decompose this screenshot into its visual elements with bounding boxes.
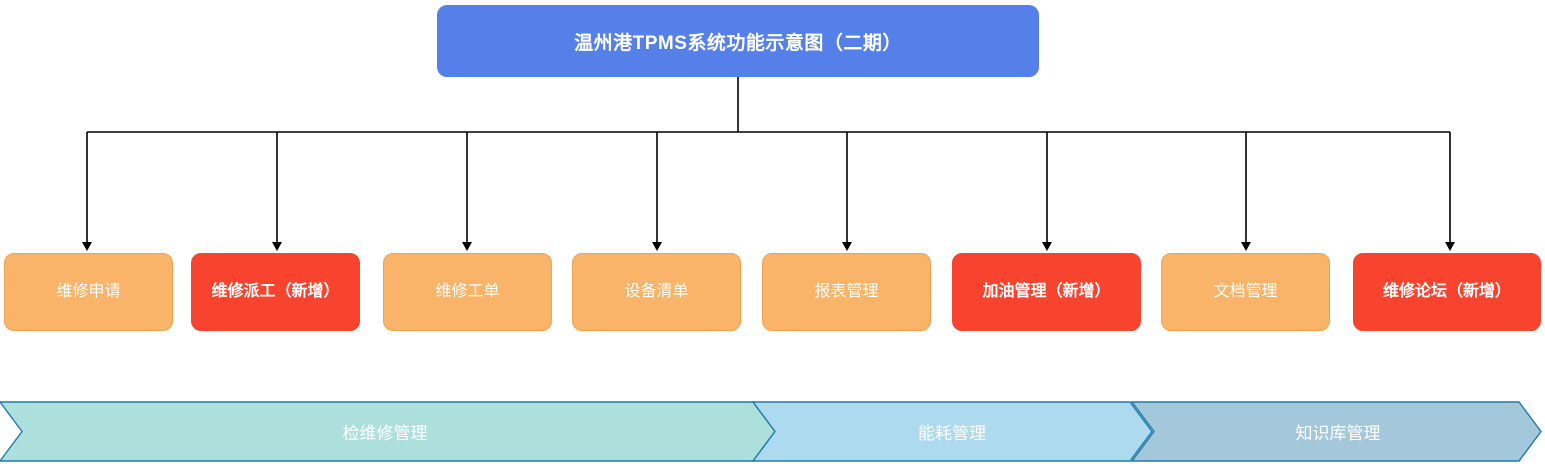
category-chevron-2[interactable] bbox=[751, 401, 1153, 462]
arrowhead-icon bbox=[462, 242, 472, 251]
function-node-1[interactable]: 维修申请 bbox=[4, 253, 173, 331]
arrowhead-icon bbox=[82, 242, 92, 251]
function-node-5[interactable]: 报表管理 bbox=[762, 253, 931, 331]
function-node-label: 报表管理 bbox=[814, 283, 879, 301]
function-node-2[interactable]: 维修派工（新增） bbox=[191, 253, 360, 331]
arrowhead-icon bbox=[1445, 242, 1455, 251]
function-node-label: 维修工单 bbox=[435, 283, 500, 301]
function-node-label: 设备清单 bbox=[624, 283, 689, 301]
category-band-shapes bbox=[0, 401, 1542, 462]
category-chevron-1[interactable] bbox=[0, 401, 776, 462]
function-node-label: 文档管理 bbox=[1213, 283, 1278, 301]
function-node-label: 维修申请 bbox=[56, 283, 121, 301]
function-node-7[interactable]: 文档管理 bbox=[1161, 253, 1330, 331]
category-band: 检维修管理能耗管理知识库管理 bbox=[0, 401, 1545, 462]
function-node-label: 维修论坛（新增） bbox=[1382, 283, 1511, 301]
diagram-title-box[interactable]: 温州港TPMS系统功能示意图（二期） bbox=[437, 5, 1039, 77]
arrowhead-icon bbox=[1042, 242, 1052, 251]
function-node-3[interactable]: 维修工单 bbox=[383, 253, 552, 331]
function-node-label: 加油管理（新增） bbox=[982, 283, 1111, 301]
function-node-4[interactable]: 设备清单 bbox=[572, 253, 741, 331]
arrowhead-icon bbox=[1241, 242, 1251, 251]
arrowhead-icon bbox=[842, 242, 852, 251]
category-chevron-3[interactable] bbox=[1130, 401, 1542, 462]
function-node-6[interactable]: 加油管理（新增） bbox=[952, 253, 1141, 331]
arrowhead-icon bbox=[272, 242, 282, 251]
function-node-8[interactable]: 维修论坛（新增） bbox=[1353, 253, 1541, 331]
diagram-title-text: 温州港TPMS系统功能示意图（二期） bbox=[574, 32, 902, 54]
arrowhead-icon bbox=[652, 242, 662, 251]
function-node-row: 维修申请 维修派工（新增） 维修工单 设备清单 报表管理 加油管理（新增） 文档管理 维修论坛… bbox=[0, 253, 1545, 333]
function-node-label: 维修派工（新增） bbox=[211, 283, 340, 301]
